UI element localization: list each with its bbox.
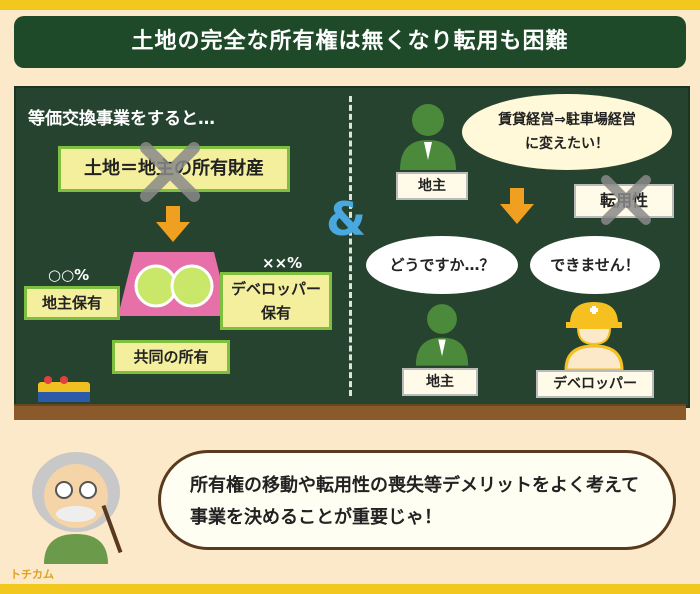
advice-text: 所有権の移動や転用性の喪失等デメリットをよく考えて 事業を決めることが重要じゃ！: [190, 470, 660, 534]
thought-line1: 賃貸経営⇒駐車場経営: [498, 112, 636, 128]
joint-ownership-box: 共同の所有: [112, 340, 230, 374]
landowner-label-bottom: 地主: [402, 368, 478, 396]
developer-holding-box: デベロッパー 保有: [220, 272, 332, 330]
land-trapezoid-icon: [118, 252, 230, 316]
chalk-tray: [14, 404, 686, 420]
page-title: 土地の完全な所有権は無くなり転用も困難: [14, 16, 686, 68]
percentage-developer: ××%: [262, 254, 303, 272]
landowner-person-icon-bottom: [415, 304, 469, 366]
bottom-accent-bar: [0, 584, 700, 594]
thought-bubble: 賃貸経営⇒駐車場経営 に変えたい！: [462, 94, 672, 170]
landowner-label-top: 地主: [396, 172, 468, 200]
developer-worker-icon: [564, 302, 624, 370]
cross-mark-icon-right: [601, 175, 651, 225]
answer-bubble: できません！: [530, 236, 660, 294]
landowner-holding-box: 地主保有: [24, 286, 120, 320]
cross-mark-icon: [140, 142, 200, 202]
thought-line2: に変えたい！: [525, 136, 609, 152]
question-bubble: どうですか…？: [366, 236, 518, 294]
landowner-person-icon: [400, 104, 456, 170]
advice-line2: 事業を決めることが重要じゃ！: [190, 507, 442, 528]
brand-logo: トチカム: [10, 568, 54, 581]
ampersand-symbol: &: [326, 192, 367, 246]
percentage-landowner: ○○%: [48, 266, 90, 284]
top-accent-bar: [0, 0, 700, 10]
down-arrow-icon: [156, 206, 190, 242]
developer-holding-line2: 保有: [260, 304, 291, 322]
lead-text: 等価交換事業をすると…: [28, 109, 215, 129]
developer-label: デベロッパー: [536, 370, 654, 398]
developer-holding-line1: デベロッパー: [230, 280, 321, 298]
toy-car-icon: [38, 376, 90, 402]
advice-line1: 所有権の移動や転用性の喪失等デメリットをよく考えて: [190, 475, 640, 496]
professor-character-icon: [32, 452, 123, 564]
board-divider: [349, 96, 352, 396]
advice-speech-bubble: [158, 450, 676, 550]
down-arrow-icon-right: [500, 188, 534, 224]
